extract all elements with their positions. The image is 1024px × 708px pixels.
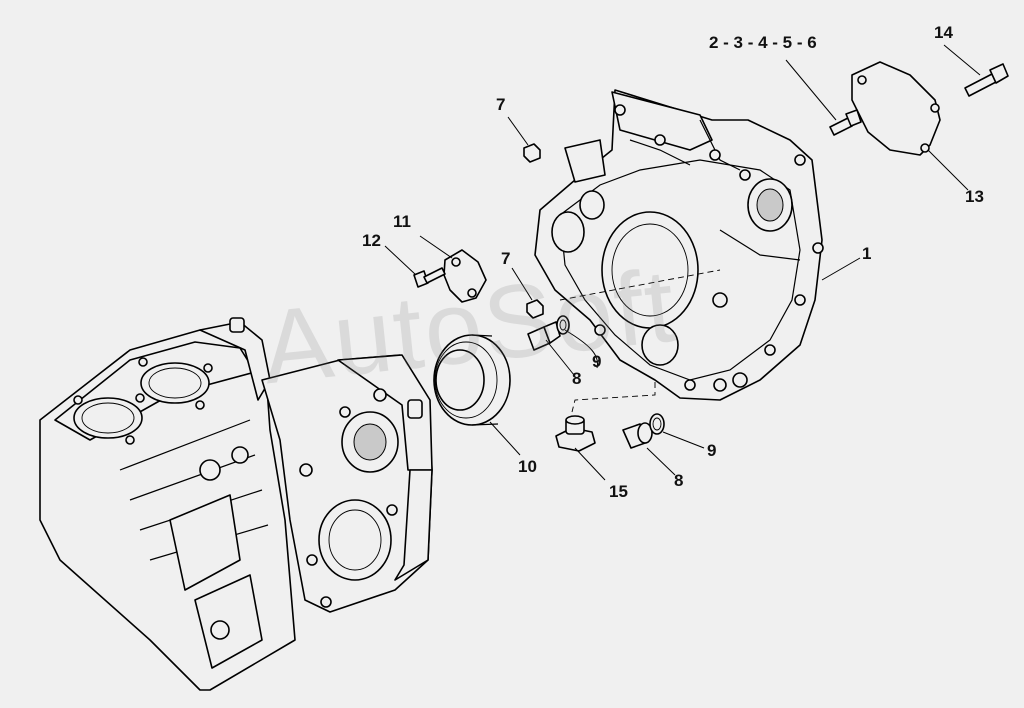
callout-15: 15: [609, 482, 628, 501]
callout-8-right: 8: [674, 471, 684, 490]
callout-9-right: 9: [707, 441, 717, 460]
nut-7-lower: [526, 299, 544, 319]
callout-13: 13: [965, 187, 984, 206]
callout-12: 12: [362, 231, 381, 250]
bolt-2-6: [829, 109, 862, 136]
callout-8-left: 8: [572, 369, 582, 388]
callout-14: 14: [934, 23, 953, 42]
engine-block: [39, 317, 296, 691]
cover-plate-11: [443, 249, 487, 303]
ring-9-right: [649, 413, 665, 435]
nut-7-upper: [523, 143, 541, 163]
bolt-12: [413, 267, 446, 288]
callout-7-lower: 7: [501, 249, 511, 268]
callout-2-to-6: 2 - 3 - 4 - 5 - 6: [709, 33, 817, 52]
callout-1: 1: [862, 244, 872, 263]
leader-lines: [384, 44, 981, 481]
ring-9-left: [556, 315, 570, 335]
callout-7-upper: 7: [496, 95, 506, 114]
seal-10: [433, 334, 511, 426]
bolt-14: [964, 63, 1009, 97]
timing-cover: [534, 89, 824, 413]
callout-11: 11: [393, 212, 411, 231]
cover-plate-13: [851, 61, 941, 156]
gear-housing: [261, 354, 433, 613]
callout-9-left: 9: [592, 352, 602, 371]
plug-15: [555, 415, 596, 452]
plug-8-left: [527, 321, 561, 351]
plug-8-right: [622, 422, 653, 449]
callout-10: 10: [518, 457, 537, 476]
